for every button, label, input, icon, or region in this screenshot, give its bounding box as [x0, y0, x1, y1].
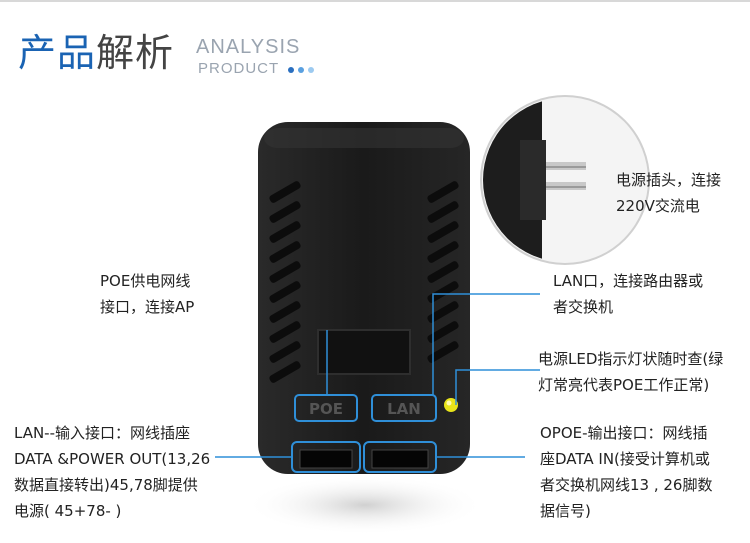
led-highlight — [446, 400, 452, 406]
lan-label-box — [371, 394, 437, 422]
device-top-highlight — [264, 128, 464, 148]
lan-input-callout-line: 数据直接转出)45,78脚提供 — [14, 476, 198, 494]
led-callout: 电源LED指示灯状随时查(绿 灯常亮代表POE工作正常) — [538, 346, 723, 398]
device-shadow — [245, 475, 485, 535]
lan-port-callout-line: LAN口，连接路由器或 — [553, 272, 704, 290]
lan-input-callout-line: DATA &POWER OUT(13,26 — [14, 450, 211, 468]
label-recess — [317, 329, 411, 375]
lan-input-callout: LAN--输入接口：网线插座 DATA &POWER OUT(13,26 数据直… — [14, 420, 210, 524]
poe-output-callout-line: 座DATA IN(接受计算机或 — [540, 450, 710, 468]
callout-lines — [215, 293, 540, 458]
plug-callout-line: 电源插头，连接 — [616, 171, 722, 189]
lan-input-callout-line: 电源( 45+78- ) — [14, 502, 122, 520]
poe-output-callout-line: OPOE-输出接口：网线插 — [540, 424, 708, 442]
decorative-dot — [298, 67, 304, 73]
poe-output-callout-line: 者交换机网线13 , 26脚数 — [540, 476, 713, 494]
poe-port-label: POE — [309, 400, 343, 418]
poe-output-callout-line: 据信号) — [540, 502, 591, 520]
vent-slots-left — [269, 181, 301, 383]
poe-port — [299, 449, 353, 469]
poe-port-callout: POE供电网线 接口，连接AP — [100, 268, 194, 320]
title-english-line1: ANALYSIS — [196, 36, 301, 58]
title-rest: 解析 — [96, 31, 175, 75]
lan-port-label: LAN — [387, 400, 421, 418]
title-english-line2: PRODUCT — [198, 60, 280, 77]
decorative-dot — [288, 67, 294, 73]
vent-slots-right — [427, 181, 459, 363]
decorative-dot — [308, 67, 314, 73]
lan-port-callout: LAN口，连接路由器或 者交换机 — [553, 268, 703, 320]
title-highlight: 产品 — [18, 31, 97, 75]
header-divider — [0, 0, 750, 2]
page-title: 产品解析 — [18, 30, 174, 76]
poe-output-callout: OPOE-输出接口：网线插 座DATA IN(接受计算机或 者交换机网线13 ,… — [540, 420, 712, 524]
poe-port-callout-line: 接口，连接AP — [100, 298, 195, 316]
lan-input-callout-line: LAN--输入接口：网线插座 — [14, 424, 191, 442]
plug-callout-line: 220V交流电 — [616, 197, 700, 215]
poe-port-callout-line: POE供电网线 — [100, 272, 191, 290]
lan-port-callout-line: 者交换机 — [553, 298, 614, 316]
led-callout-line: 灯常亮代表POE工作正常) — [538, 376, 710, 394]
led-callout-line: 电源LED指示灯状随时查(绿 — [538, 350, 724, 368]
device-body — [258, 122, 470, 474]
poe-label-box — [294, 394, 358, 422]
lan-port — [371, 449, 429, 469]
plug-callout: 电源插头，连接 220V交流电 — [616, 167, 721, 219]
